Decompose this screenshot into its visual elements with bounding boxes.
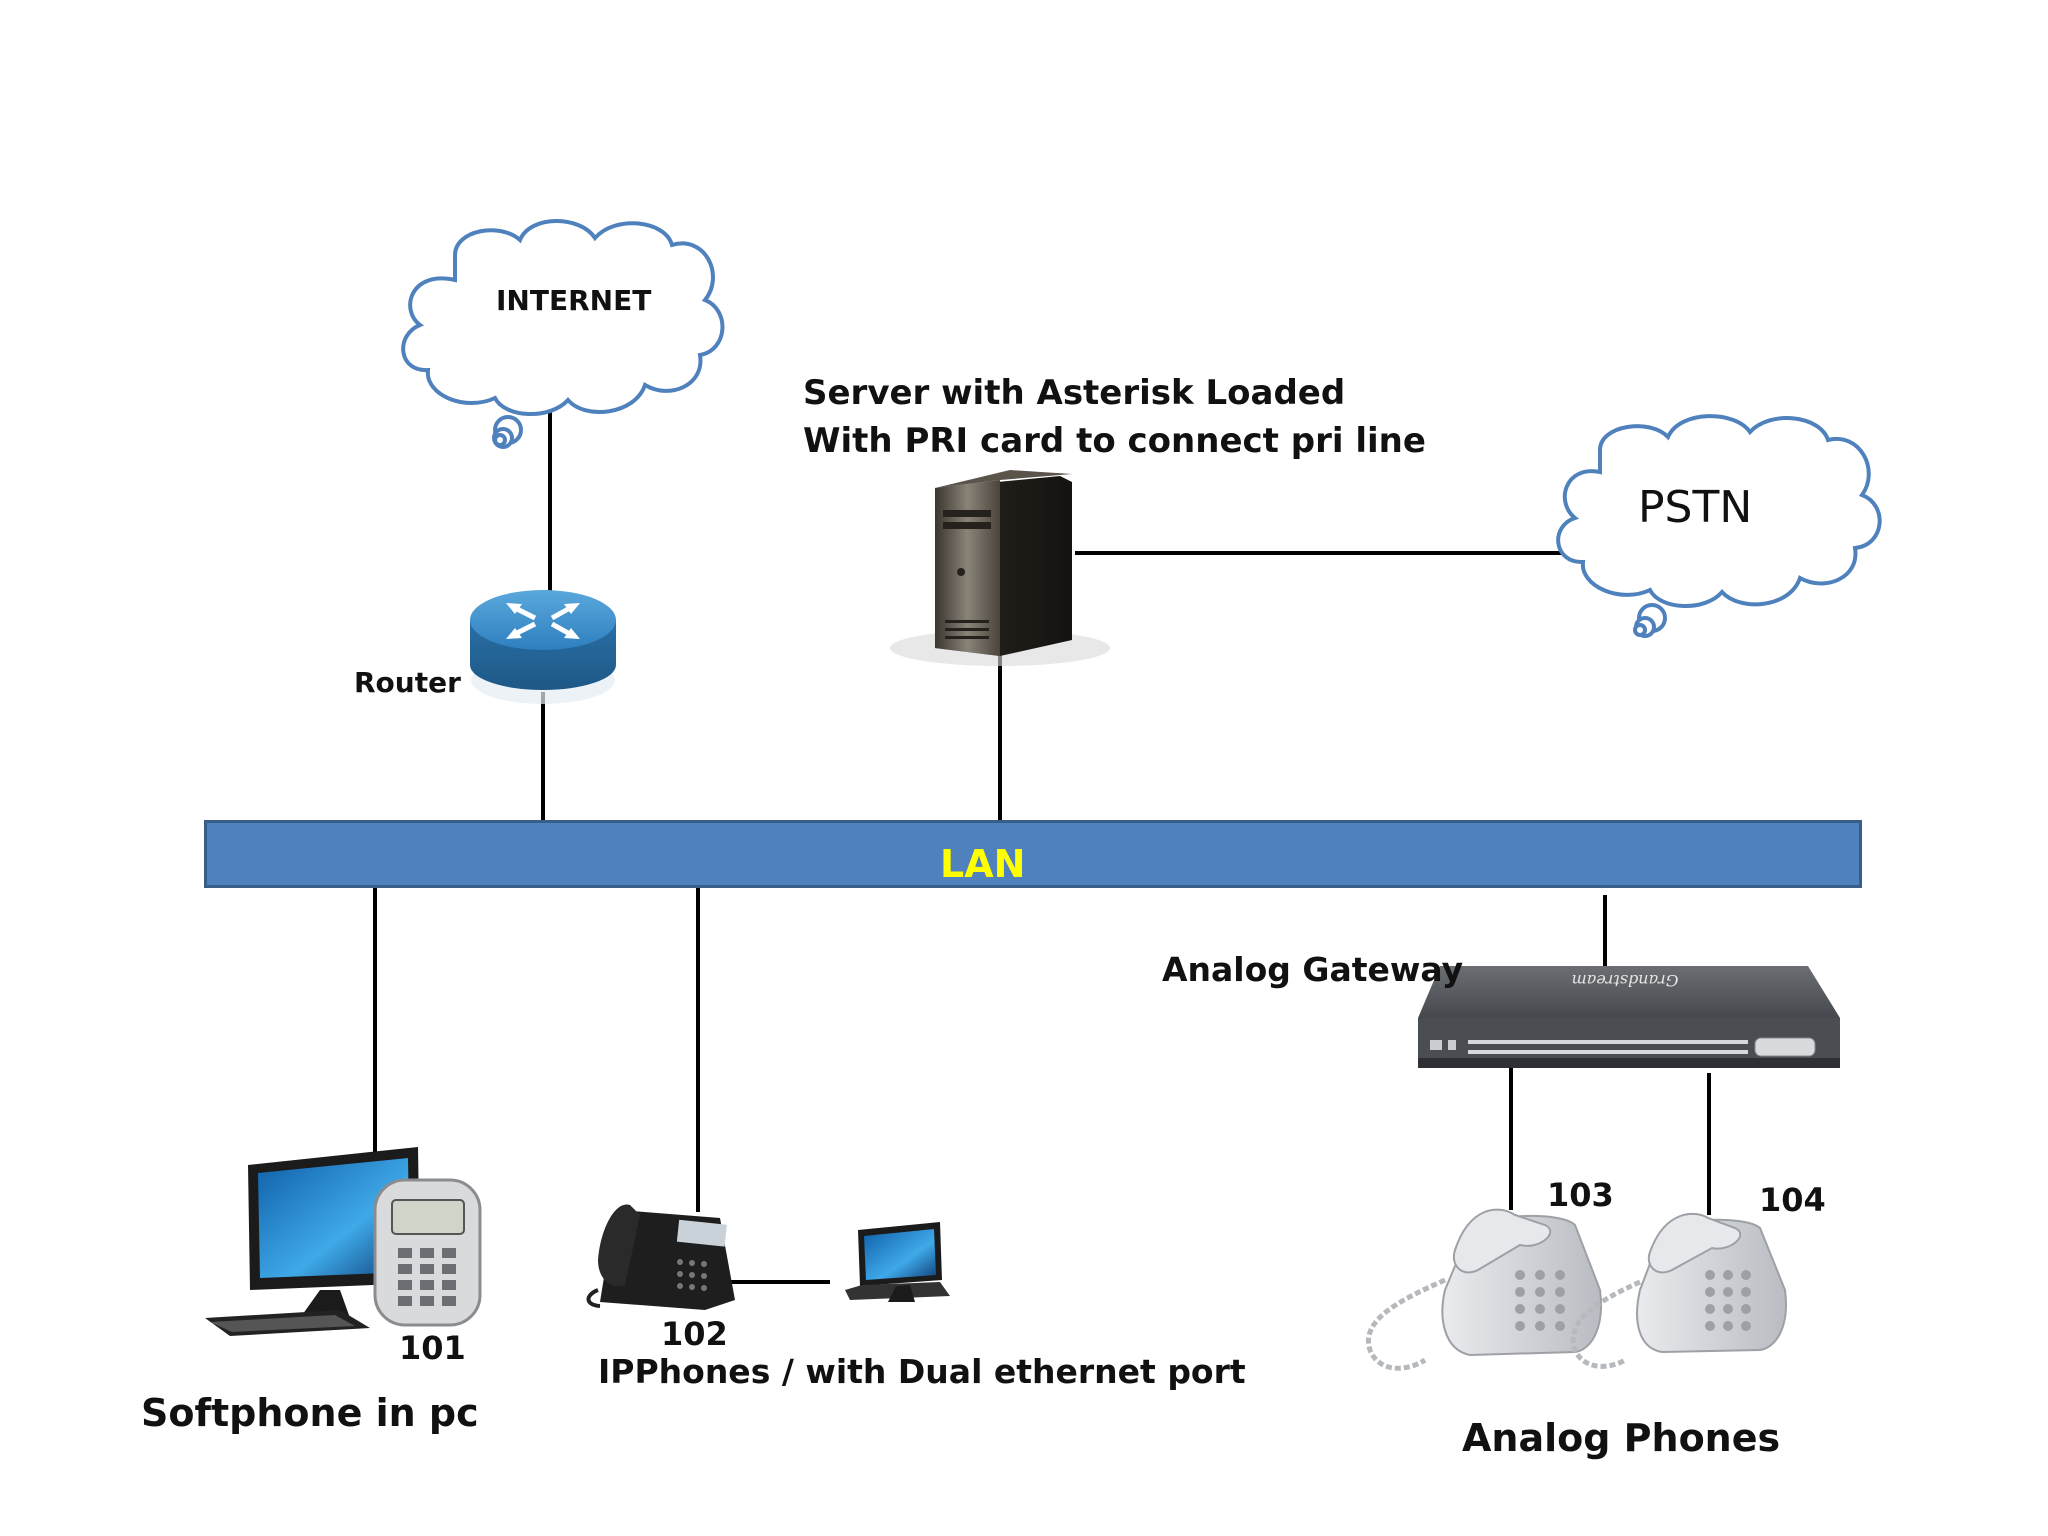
internet-label: INTERNET: [496, 284, 652, 317]
server-label-line1: Server with Asterisk Loaded: [803, 373, 1346, 413]
softphone-device: [373, 1178, 482, 1327]
analog-gateway-label: Analog Gateway: [1162, 950, 1464, 989]
ip-phone-icon: [586, 1204, 735, 1310]
internet-cloud: [401, 219, 725, 449]
analog-phones-label: Analog Phones: [1462, 1416, 1781, 1460]
gateway-brand: Grandstream: [1572, 971, 1679, 990]
laptop-icon: [845, 1222, 950, 1302]
analog-phone-104-icon: [1570, 1212, 1787, 1369]
lan-bar: [204, 820, 1862, 888]
extension-104-label: 104: [1759, 1181, 1826, 1219]
analog-gateway-icon: Grandstream: [1418, 966, 1840, 1068]
server-label-line2: With PRI card to connect pri line: [803, 421, 1426, 461]
router-icon: [470, 590, 616, 704]
pstn-label: PSTN: [1638, 482, 1753, 533]
server-icon: [890, 470, 1110, 666]
extension-101-label: 101: [399, 1329, 466, 1367]
connection-lines: [373, 412, 1711, 1284]
extension-102-label: 102: [661, 1315, 728, 1353]
extension-103-label: 103: [1547, 1176, 1614, 1214]
softphone-label: Softphone in pc: [141, 1391, 479, 1435]
gateway-ports: [1468, 1040, 1748, 1054]
softphone-pc-icon: [205, 1147, 482, 1336]
router-label: Router: [354, 666, 461, 699]
ipphones-label: IPPhones / with Dual ethernet port: [598, 1352, 1246, 1391]
analog-phone-103-icon: [1366, 1208, 1602, 1371]
pstn-cloud: [1556, 414, 1882, 638]
lan-label: LAN: [940, 842, 1026, 886]
